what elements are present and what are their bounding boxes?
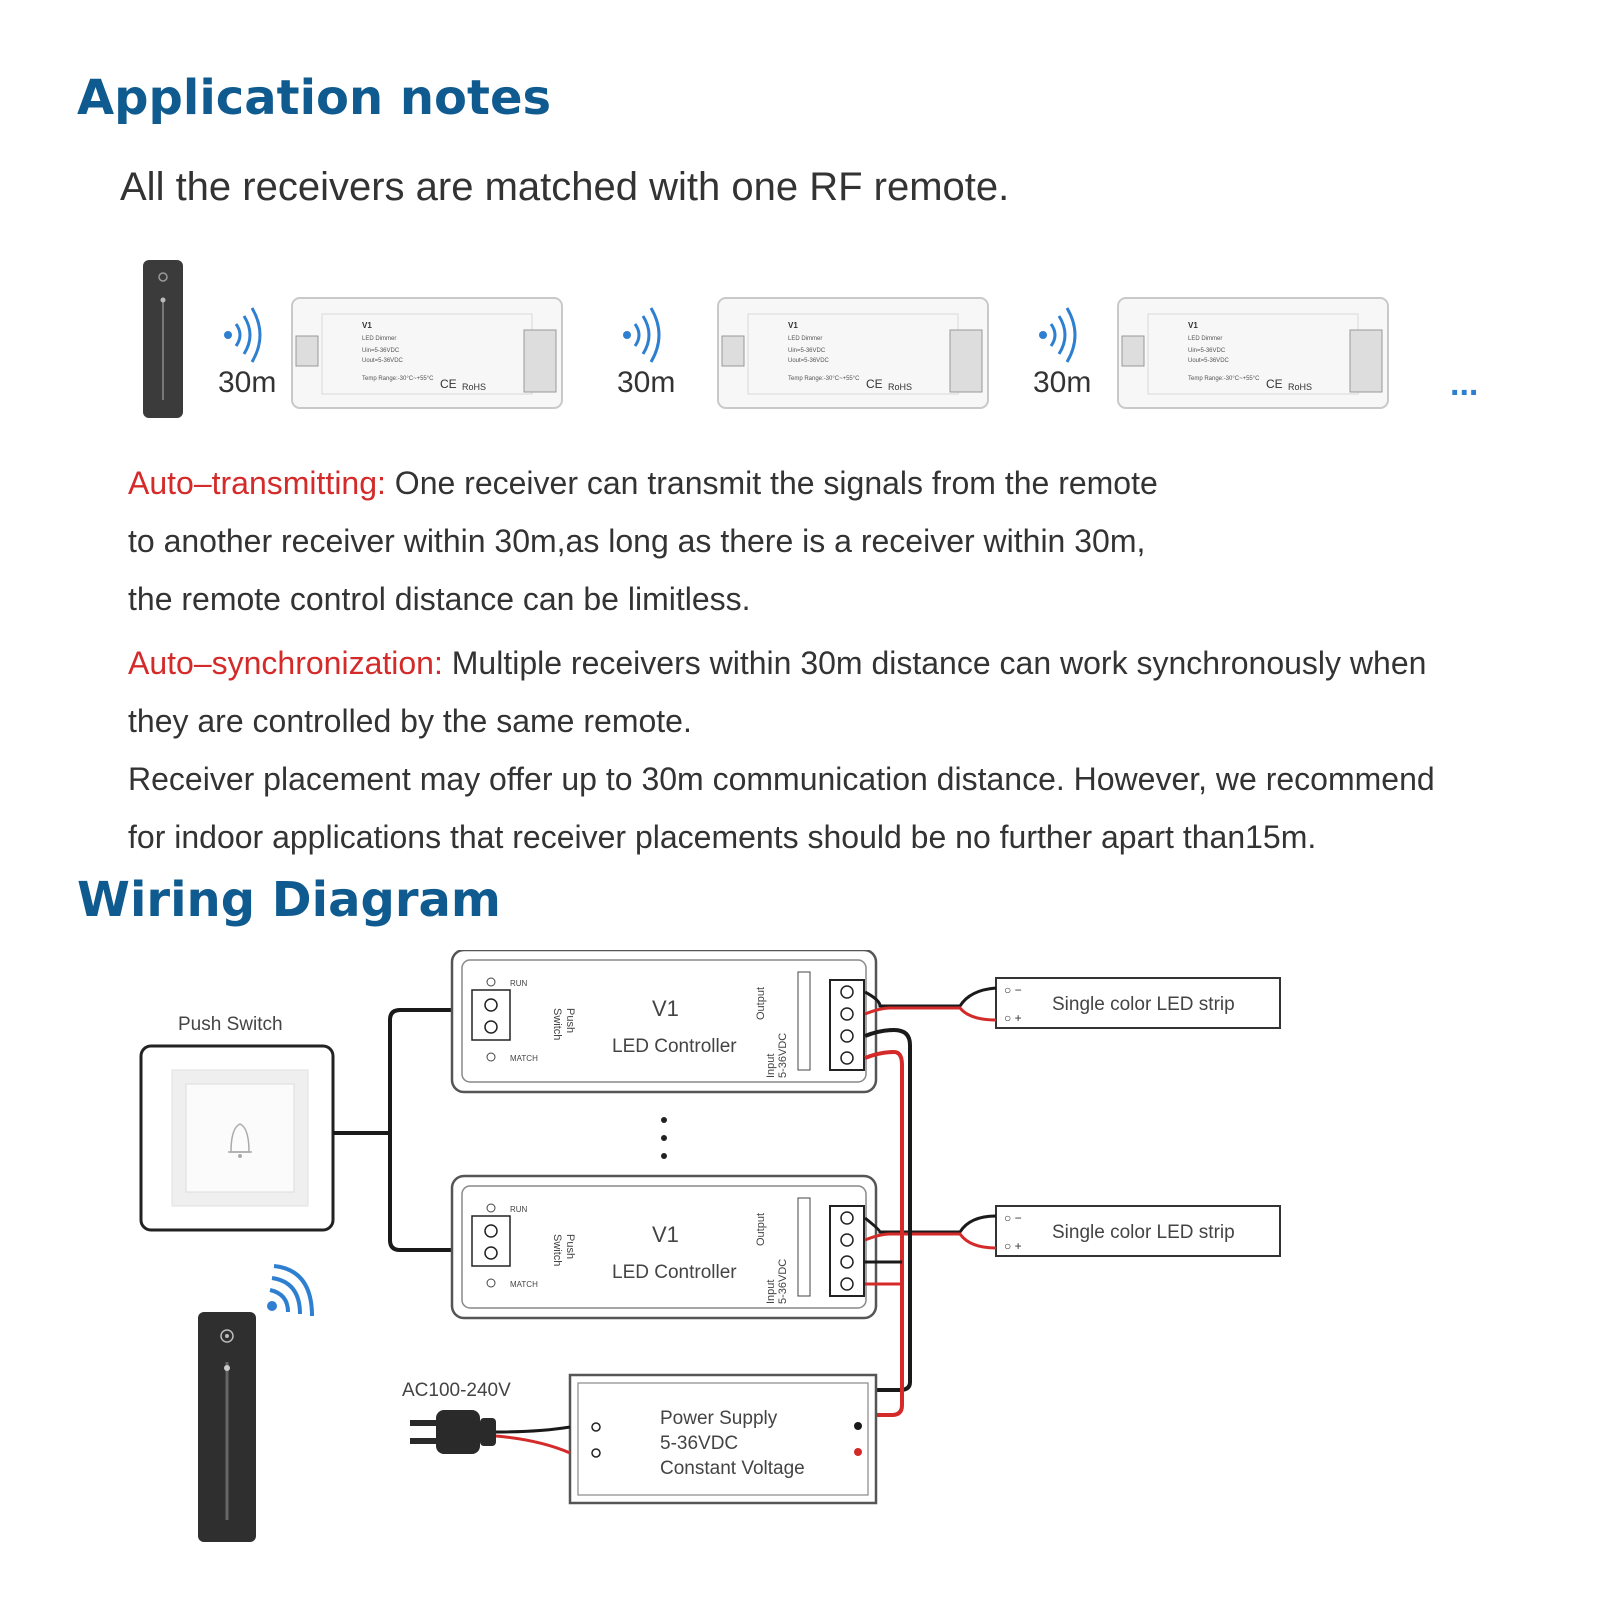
controller-model: V1 xyxy=(652,996,679,1021)
paragraph-text: Multiple receivers within 30m distance c… xyxy=(442,645,1427,681)
input-label: Input xyxy=(765,1280,777,1304)
receiver-spec: Temp Range:-30°C~+55°C xyxy=(788,376,860,382)
receiver-spec: LED Dimmer xyxy=(788,336,822,342)
ac-voltage-label: AC100-240V xyxy=(402,1380,511,1401)
bell-icon xyxy=(228,1123,252,1158)
controller-name: LED Controller xyxy=(612,1262,737,1283)
power-supply: Power Supply 5-36VDC Constant Voltage xyxy=(568,1373,878,1505)
switch-label: Switch xyxy=(551,1234,563,1266)
rohs-mark: RoHS xyxy=(462,382,486,392)
receiver-spec: LED Dimmer xyxy=(1188,336,1222,342)
rf-remote-image xyxy=(198,1312,256,1542)
led-strip-1: Single color LED strip ○ − ○ + xyxy=(995,977,1281,1029)
match-label: MATCH xyxy=(510,1054,538,1063)
receiver-model: V1 xyxy=(1188,321,1198,330)
receiver-model: V1 xyxy=(362,321,372,330)
auto-sync-label: Auto–synchronization: xyxy=(128,645,443,681)
led-strip-2: Single color LED strip ○ − ○ + xyxy=(995,1205,1281,1257)
signal-icon xyxy=(623,307,661,363)
ce-mark: CE xyxy=(440,377,457,391)
receiver-spec: Uin=5-36VDC xyxy=(1188,348,1226,354)
run-label: RUN xyxy=(510,1205,528,1214)
more-ellipsis: ... xyxy=(1450,365,1478,403)
auto-transmitting-paragraph: Auto–transmitting: One receiver can tran… xyxy=(128,454,1588,628)
input-voltage-label: 5-36VDC xyxy=(777,1033,789,1078)
rohs-mark: RoHS xyxy=(888,382,912,392)
controller-name: LED Controller xyxy=(612,1036,737,1057)
receiver-spec: Uin=5-36VDC xyxy=(788,348,826,354)
receiver-module-2: V1 LED Dimmer Uin=5-36VDC Uout=5-36VDC T… xyxy=(717,297,989,409)
led-controller-2: RUN MATCH Push Switch V1 LED Controller … xyxy=(450,1174,878,1320)
input-voltage-label: 5-36VDC xyxy=(777,1259,789,1304)
push-label: Push xyxy=(564,1008,576,1033)
paragraph-text: Receiver placement may offer up to 30m c… xyxy=(128,761,1435,797)
push-switch-label: Push Switch xyxy=(178,1014,283,1035)
rf-remote-image xyxy=(143,260,183,418)
svg-text:○ −: ○ − xyxy=(1004,983,1022,997)
receiver-spec: Uout=5-36VDC xyxy=(362,358,404,364)
svg-text:○ −: ○ − xyxy=(1004,1211,1022,1225)
receiver-spec: Uin=5-36VDC xyxy=(362,348,400,354)
more-dot xyxy=(661,1153,667,1159)
push-switch xyxy=(139,1044,335,1232)
signal-icon xyxy=(224,307,262,363)
receiver-spec: Uout=5-36VDC xyxy=(788,358,830,364)
ce-mark: CE xyxy=(1266,377,1283,391)
output-label: Output xyxy=(755,1213,767,1246)
controller-model: V1 xyxy=(652,1222,679,1247)
led-strip-label: Single color LED strip xyxy=(1052,994,1235,1015)
power-supply-title: Power Supply xyxy=(660,1408,778,1429)
more-dot xyxy=(661,1135,667,1141)
distance-label: 30m xyxy=(617,366,675,399)
receiver-model: V1 xyxy=(788,321,798,330)
auto-transmitting-label: Auto–transmitting: xyxy=(128,465,386,501)
wiring-diagram-heading: Wiring Diagram xyxy=(77,872,501,928)
receiver-module-3: V1 LED Dimmer Uin=5-36VDC Uout=5-36VDC T… xyxy=(1117,297,1389,409)
application-notes-heading: Application notes xyxy=(77,70,552,126)
switch-label: Switch xyxy=(551,1008,563,1040)
signal-icon xyxy=(1039,307,1077,363)
paragraph-text: for indoor applications that receiver pl… xyxy=(128,819,1317,855)
relay-illustration: 30m V1 LED Dimmer Uin=5-36VDC Uout=5-36V… xyxy=(143,260,1478,418)
paragraph-text: the remote control distance can be limit… xyxy=(128,581,751,617)
more-dot xyxy=(661,1117,667,1123)
receiver-spec: Temp Range:-30°C~+55°C xyxy=(362,376,434,382)
rohs-mark: RoHS xyxy=(1288,382,1312,392)
run-label: RUN xyxy=(510,979,528,988)
ac-plug-icon xyxy=(410,1410,571,1455)
output-label: Output xyxy=(755,987,767,1020)
placement-paragraph: Receiver placement may offer up to 30m c… xyxy=(128,750,1588,866)
intro-text: All the receivers are matched with one R… xyxy=(120,165,1010,209)
receiver-spec: Uout=5-36VDC xyxy=(1188,358,1230,364)
paragraph-text: to another receiver within 30m,as long a… xyxy=(128,523,1146,559)
distance-label: 30m xyxy=(1033,366,1091,399)
receiver-spec: LED Dimmer xyxy=(362,336,396,342)
svg-text:○ +: ○ + xyxy=(1004,1011,1022,1025)
signal-icon xyxy=(267,1264,314,1317)
led-strip-label: Single color LED strip xyxy=(1052,1222,1235,1243)
paragraph-text: One receiver can transmit the signals fr… xyxy=(385,465,1158,501)
auto-sync-paragraph: Auto–synchronization: Multiple receivers… xyxy=(128,634,1588,750)
wiring-diagram: Push Switch RUN MATCH Push Switch V1 LED… xyxy=(139,950,1281,1542)
paragraph-text: they are controlled by the same remote. xyxy=(128,703,692,739)
led-controller-1: RUN MATCH Push Switch V1 LED Controller … xyxy=(450,950,878,1094)
ce-mark: CE xyxy=(866,377,883,391)
receiver-module-1: V1 LED Dimmer Uin=5-36VDC Uout=5-36VDC T… xyxy=(291,297,563,409)
distance-label: 30m xyxy=(218,366,276,399)
input-label: Input xyxy=(765,1054,777,1078)
power-supply-voltage: 5-36VDC xyxy=(660,1433,738,1454)
match-label: MATCH xyxy=(510,1280,538,1289)
push-label: Push xyxy=(564,1234,576,1259)
receiver-spec: Temp Range:-30°C~+55°C xyxy=(1188,376,1260,382)
svg-text:○ +: ○ + xyxy=(1004,1239,1022,1253)
power-supply-type: Constant Voltage xyxy=(660,1458,805,1479)
